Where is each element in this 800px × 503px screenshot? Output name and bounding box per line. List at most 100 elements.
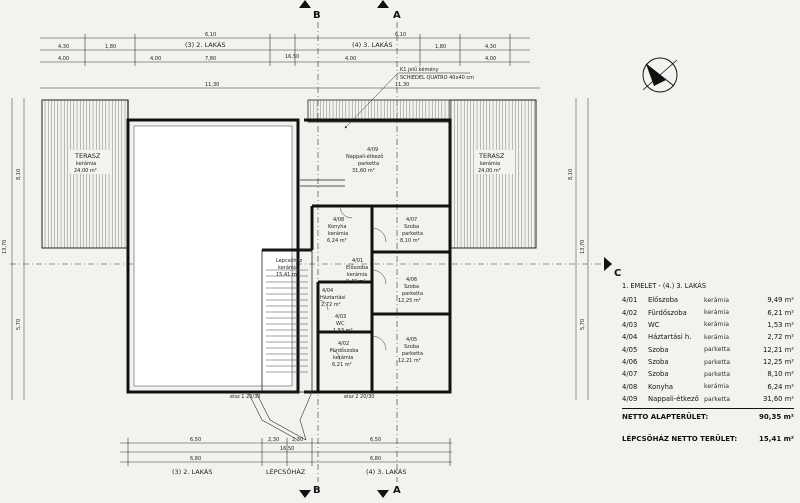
room-4-07: 4/07 Szoba parketta 8,10 m² bbox=[400, 217, 423, 244]
bottom-stair: LÉPCSŐHÁZ bbox=[266, 467, 306, 476]
svg-text:4/04: 4/04 bbox=[322, 288, 333, 294]
svg-text:Lépcsőház: Lépcsőház bbox=[276, 257, 303, 264]
section-c: C bbox=[614, 268, 621, 279]
table-row: 4/06 Szoba parketta 12,25 m² bbox=[622, 358, 794, 367]
top-unit-right: (4) 3. LAKÁS bbox=[352, 40, 392, 49]
svg-text:kerámia: kerámia bbox=[278, 264, 298, 271]
bottom-dim: 2,30 bbox=[292, 437, 303, 443]
top-dim: 11,30 bbox=[395, 82, 409, 88]
top-unit-left: (3) 2. LAKÁS bbox=[185, 40, 225, 49]
chimney-note-sub: SCHIEDEL QUATRO 40x40 cm bbox=[400, 75, 474, 81]
svg-text:4/07: 4/07 bbox=[406, 217, 417, 223]
top-dim: 4,00 bbox=[345, 56, 356, 62]
table-row: 4/02 Fürdőszoba kerámia 6,21 m² bbox=[622, 308, 794, 317]
svg-text:12,21 m²: 12,21 m² bbox=[398, 358, 421, 364]
bottom-dim: 6,80 bbox=[370, 456, 381, 462]
table-row: 4/07 Szoba parketta 8,10 m² bbox=[622, 370, 794, 379]
top-dim: 4,00 bbox=[58, 56, 69, 62]
room-4-05: 4/05 Szoba parketta 12,21 m² bbox=[398, 337, 423, 364]
bottom-dim: 6,50 bbox=[370, 437, 381, 443]
room-staircase: Lépcsőház kerámia 15,41 m² bbox=[276, 257, 303, 278]
room-schedule: 1. EMELET - (4.) 3. LAKÁS 4/01 Előszoba … bbox=[622, 282, 794, 443]
left-dim: 8,10 bbox=[16, 169, 22, 180]
table-row: 4/03 WC kerámia 1,53 m² bbox=[622, 320, 794, 329]
svg-text:parketta: parketta bbox=[402, 231, 423, 237]
terrace-left-floor: kerámia bbox=[76, 160, 96, 167]
top-dim: 6,10 bbox=[395, 32, 406, 38]
svg-text:Előszoba: Előszoba bbox=[346, 265, 368, 271]
net-area-label: NETTO ALAPTERÜLET: bbox=[622, 413, 709, 422]
top-dim: 4,00 bbox=[485, 56, 496, 62]
section-b-bottom: B bbox=[313, 485, 321, 496]
svg-text:Szoba: Szoba bbox=[404, 344, 419, 350]
top-dim: 4,00 bbox=[150, 56, 161, 62]
svg-text:8,10 m²: 8,10 m² bbox=[400, 238, 420, 244]
terrace-left-area: 24,00 m² bbox=[74, 168, 97, 174]
bottom-unit-left: (3) 2. LAKÁS bbox=[172, 467, 212, 476]
svg-text:kerámia: kerámia bbox=[328, 230, 348, 237]
stair-area-row: LÉPCSŐHÁZ NETTO TERÜLET: 15,41 m² bbox=[622, 435, 794, 443]
svg-text:Konyha: Konyha bbox=[328, 224, 346, 230]
section-a-bottom: A bbox=[393, 485, 401, 496]
top-dim: 11,30 bbox=[205, 82, 219, 88]
bottom-dim: 2,30 bbox=[268, 437, 279, 443]
top-dim: 6,10 bbox=[205, 32, 216, 38]
top-dim: 4,30 bbox=[485, 44, 496, 50]
room-4-03: 4/03 WC 1,53 m² bbox=[333, 314, 353, 334]
table-row: 4/05 Szoba parketta 12,21 m² bbox=[622, 345, 794, 354]
unit-left-outline bbox=[126, 118, 300, 394]
svg-text:Fürdőszoba: Fürdőszoba bbox=[330, 348, 359, 354]
svg-text:6,21 m²: 6,21 m² bbox=[332, 362, 352, 368]
svg-text:4/06: 4/06 bbox=[406, 277, 417, 283]
table-row: 4/01 Előszoba kerámia 9,49 m² bbox=[622, 296, 794, 305]
room-4-04: 4/04 Háztartási 2,72 m² bbox=[320, 288, 346, 308]
room-4-08: 4/08 Konyha kerámia 6,24 m² bbox=[327, 217, 348, 244]
top-dimensions bbox=[40, 34, 540, 89]
svg-text:2,72 m²: 2,72 m² bbox=[321, 302, 341, 308]
svg-text:1,53 m²: 1,53 m² bbox=[333, 328, 353, 334]
svg-text:Nappali-étkező: Nappali-étkező bbox=[346, 153, 383, 160]
bottom-dimensions bbox=[120, 438, 452, 466]
svg-text:4/03: 4/03 bbox=[335, 314, 346, 320]
svg-text:kerámia: kerámia bbox=[347, 271, 367, 278]
svg-text:31,60 m²: 31,60 m² bbox=[352, 168, 375, 174]
top-dim: 1,80 bbox=[105, 44, 116, 50]
svg-text:9,49 m²: 9,49 m² bbox=[346, 279, 366, 285]
terrace-right-floor: kerámia bbox=[480, 160, 500, 167]
stair-note-left: elsz 1 20/30 bbox=[230, 394, 260, 400]
terrace-right-name: TERASZ bbox=[478, 152, 505, 160]
top-dim: 16,50 bbox=[285, 54, 299, 60]
staircase bbox=[247, 249, 313, 441]
svg-text:parketta: parketta bbox=[402, 291, 423, 297]
svg-text:kerámia: kerámia bbox=[333, 354, 353, 361]
terrace-left-name: TERASZ bbox=[74, 152, 101, 160]
north-arrow-icon bbox=[642, 57, 678, 93]
svg-text:12,25 m²: 12,25 m² bbox=[398, 298, 421, 304]
left-dim: 5,70 bbox=[16, 319, 22, 330]
divider bbox=[622, 408, 794, 410]
room-4-01: 4/01 Előszoba kerámia 9,49 m² bbox=[346, 258, 368, 285]
section-b-top: B bbox=[313, 10, 321, 21]
svg-text:Háztartási: Háztartási bbox=[320, 294, 346, 301]
svg-text:4/02: 4/02 bbox=[338, 341, 349, 347]
svg-text:Szoba: Szoba bbox=[404, 224, 419, 230]
svg-text:4/05: 4/05 bbox=[406, 337, 417, 343]
stair-note-right: elsz 2 20/30 bbox=[344, 394, 374, 400]
svg-text:WC: WC bbox=[336, 321, 345, 327]
chimney-note: K1 jelű kémény bbox=[400, 66, 439, 73]
top-dim: 7,80 bbox=[205, 56, 216, 62]
right-dim: 8,10 bbox=[568, 169, 574, 180]
side-dimensions bbox=[11, 98, 589, 400]
svg-text:6,24 m²: 6,24 m² bbox=[327, 238, 347, 244]
net-area-value: 90,35 m² bbox=[759, 413, 794, 422]
left-dim: 13,70 bbox=[2, 240, 8, 254]
table-row: 4/08 Konyha kerámia 6,24 m² bbox=[622, 382, 794, 391]
svg-text:Szoba: Szoba bbox=[404, 284, 419, 290]
svg-text:parketta: parketta bbox=[358, 161, 379, 167]
top-dim: 1,80 bbox=[435, 44, 446, 50]
svg-text:15,41 m²: 15,41 m² bbox=[276, 272, 299, 278]
bottom-unit-right: (4) 3. LAKÁS bbox=[366, 467, 406, 476]
stair-area-value: 15,41 m² bbox=[759, 435, 794, 444]
